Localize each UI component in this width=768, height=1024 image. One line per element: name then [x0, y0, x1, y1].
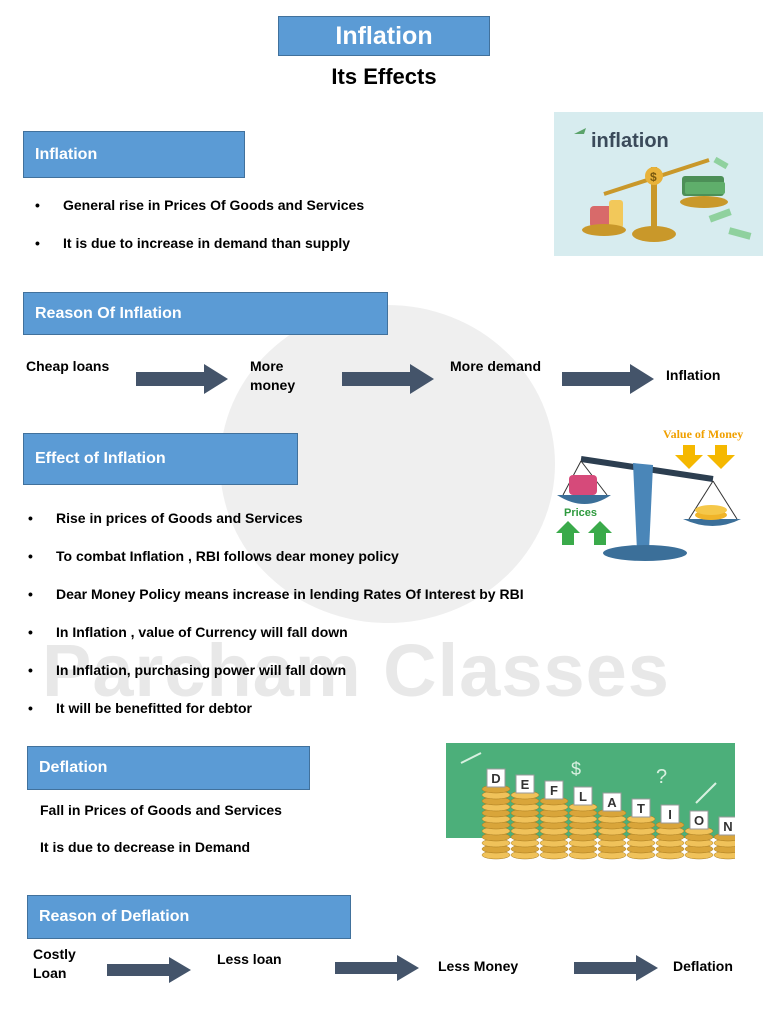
- inflation-image-caption: inflation: [591, 130, 669, 152]
- coin-stacks: [481, 784, 735, 860]
- reason-inflation-heading: Reason Of Inflation: [23, 292, 388, 335]
- arrow-right-icon: [342, 364, 434, 394]
- letter-tile-text: O: [694, 813, 704, 828]
- flow-step-inflation: Inflation: [666, 367, 721, 383]
- letter-tile: [631, 798, 651, 818]
- page-subtitle: Its Effects: [331, 64, 437, 89]
- list-item: •In Inflation , value of Currency will f…: [28, 624, 348, 640]
- list-item: •Dear Money Policy means increase in len…: [28, 586, 524, 602]
- svg-text:$: $: [571, 759, 581, 779]
- flow-step-more-demand: More demand: [450, 358, 542, 374]
- letter-tile: [602, 792, 622, 812]
- arrow-right-icon: [136, 364, 228, 394]
- reason-deflation-heading: Reason of Deflation: [27, 895, 351, 939]
- letter-tile: [573, 786, 593, 806]
- letter-tile-text: A: [607, 795, 617, 810]
- letter-tile-text: F: [550, 783, 558, 798]
- list-item: •In Inflation, purchasing power will fal…: [28, 662, 347, 678]
- effect-inflation-heading: Effect of Inflation: [23, 433, 298, 485]
- letter-tile: [689, 810, 709, 830]
- list-item: •It will be benefitted for debtor: [28, 700, 252, 716]
- letter-tile: [486, 768, 506, 788]
- list-item: •It is due to increase in demand than su…: [35, 235, 351, 251]
- svg-text:$: $: [650, 170, 657, 184]
- arrow-right-icon: [335, 955, 419, 981]
- letter-tile-text: L: [579, 789, 587, 804]
- flow-step-less-money: Less Money: [438, 958, 519, 974]
- list-item: •Rise in prices of Goods and Services: [28, 510, 303, 526]
- deflation-coins-image: $ ? D E F L A T I O N: [446, 743, 735, 868]
- svg-text:?: ?: [656, 766, 667, 788]
- deflation-line-2: It is due to decrease in Demand: [40, 839, 251, 855]
- value-of-money-label: Value of Money: [663, 427, 743, 441]
- deflation-letters: D E F L A T I O N: [486, 768, 735, 836]
- prices-label: Prices: [564, 507, 597, 519]
- letter-tile-text: D: [491, 771, 500, 786]
- watermark-text: Parcham Classes: [42, 629, 670, 712]
- list-item: •General rise in Prices Of Goods and Ser…: [35, 197, 365, 213]
- flow-step-deflation: Deflation: [673, 958, 733, 974]
- page-title: Inflation: [278, 16, 490, 56]
- arrow-right-icon: [574, 955, 658, 981]
- deflation-heading: Deflation: [27, 746, 310, 790]
- letter-tile: [718, 816, 735, 836]
- inflation-heading: Inflation: [23, 131, 245, 178]
- flow-step-less-loan: Less loan: [217, 951, 282, 967]
- inflation-scale-image: inflation $: [554, 112, 763, 256]
- letter-tile-text: N: [723, 819, 732, 834]
- letter-tile-text: T: [637, 801, 645, 816]
- deflation-line-1: Fall in Prices of Goods and Services: [40, 802, 282, 818]
- letter-tile-text: E: [521, 777, 530, 792]
- letter-tile: [660, 804, 680, 824]
- list-item: •To combat Inflation , RBI follows dear …: [28, 548, 399, 564]
- effect-bullets: •Rise in prices of Goods and Services •T…: [28, 510, 524, 738]
- flow-step-cheap-loans: Cheap loans: [26, 358, 110, 374]
- balance-scale-image: Value of Money Prices: [556, 427, 743, 561]
- flow-step-costly-loan: Costly Loan: [33, 946, 76, 981]
- letter-tile: [515, 774, 535, 794]
- letter-tile: [544, 780, 564, 800]
- inflation-bullets: •General rise in Prices Of Goods and Ser…: [35, 197, 365, 273]
- letter-tile-text: I: [668, 807, 672, 822]
- flow-step-more-money: More money: [250, 358, 296, 393]
- arrow-right-icon: [107, 957, 191, 983]
- arrow-right-icon: [562, 364, 654, 394]
